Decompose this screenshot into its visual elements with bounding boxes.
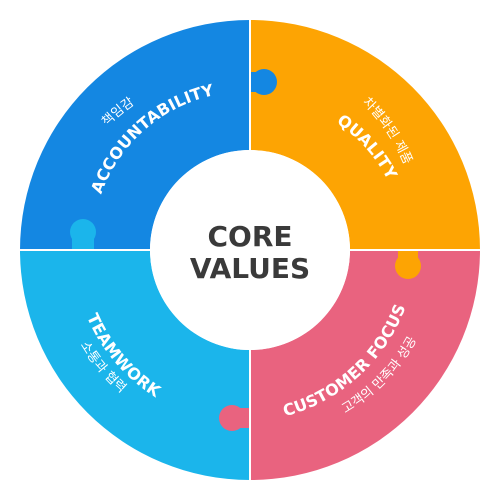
segment-quality [250, 20, 480, 250]
segment-customer-focus [250, 250, 480, 480]
center-circle [150, 150, 350, 350]
center-title-line1: CORE [207, 220, 292, 253]
puzzle-tab-teamwork [70, 219, 96, 254]
segment-separators [20, 20, 480, 480]
puzzle-tab-accountability [244, 69, 277, 95]
center-title-line2: VALUES [190, 252, 310, 285]
segment-accountability [20, 20, 250, 250]
segment-teamwork [20, 250, 250, 480]
ring [20, 20, 480, 480]
